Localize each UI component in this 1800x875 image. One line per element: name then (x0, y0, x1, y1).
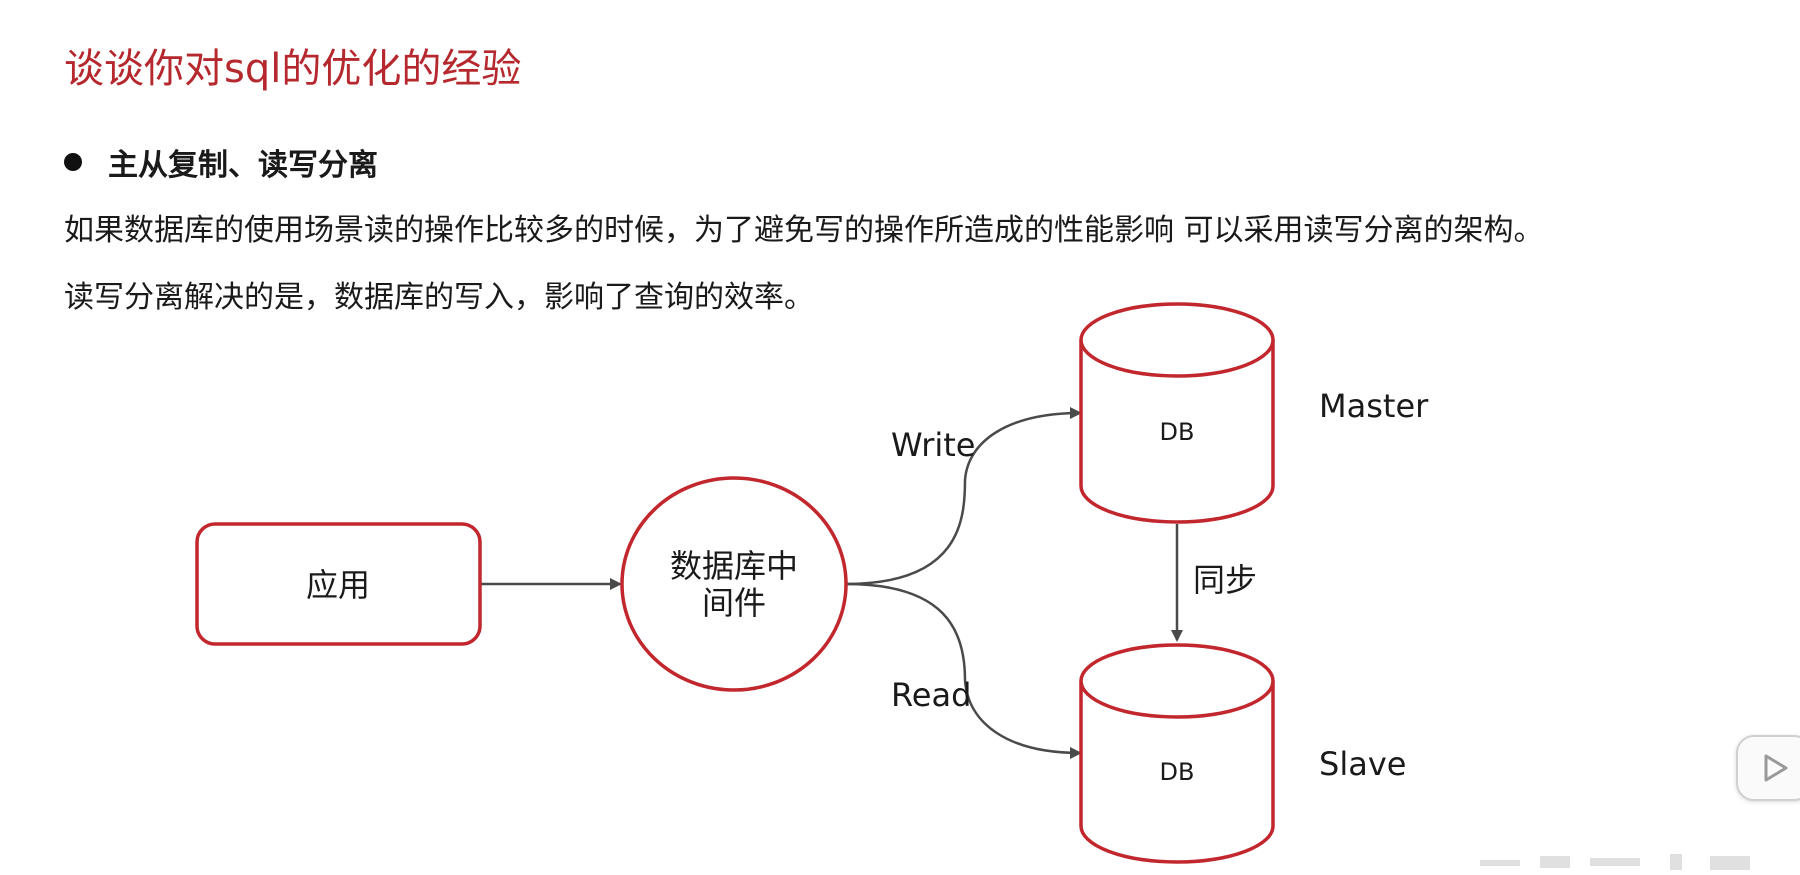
middleware-label-line2: 间件 (702, 584, 766, 622)
play-button[interactable] (1736, 735, 1800, 801)
paragraph-purpose: 读写分离解决的是，数据库的写入，影响了查询的效率。 (64, 280, 814, 315)
bullet-heading: 主从复制、读写分离 (64, 140, 378, 184)
slave-db-node: DB (1079, 643, 1275, 864)
edge-write (845, 407, 1082, 586)
write-label: Write (891, 426, 975, 464)
middleware-node: 数据库中 间件 (620, 476, 848, 692)
middleware-label-line1: 数据库中 (670, 547, 798, 585)
master-label: Master (1319, 387, 1429, 425)
paragraph-usage: 如果数据库的使用场景读的操作比较多的时候，为了避免写的操作所造成的性能影响 可以… (64, 213, 1544, 248)
slave-label: Slave (1319, 745, 1406, 783)
play-icon (1764, 754, 1788, 782)
read-label: Read (891, 676, 971, 714)
app-node-label: 应用 (306, 566, 370, 604)
watermark-strip (1480, 854, 1750, 870)
sync-label: 同步 (1193, 561, 1257, 599)
master-db-label: DB (1160, 418, 1195, 446)
bullet-heading-text: 主从复制、读写分离 (108, 148, 378, 183)
slave-db-label: DB (1160, 758, 1195, 786)
bullet-dot-icon (64, 153, 82, 171)
edge-read (845, 582, 1082, 759)
master-db-node: DB (1079, 302, 1275, 524)
page-title: 谈谈你对sql的优化的经验 (64, 46, 522, 92)
app-node: 应用 (195, 522, 482, 646)
